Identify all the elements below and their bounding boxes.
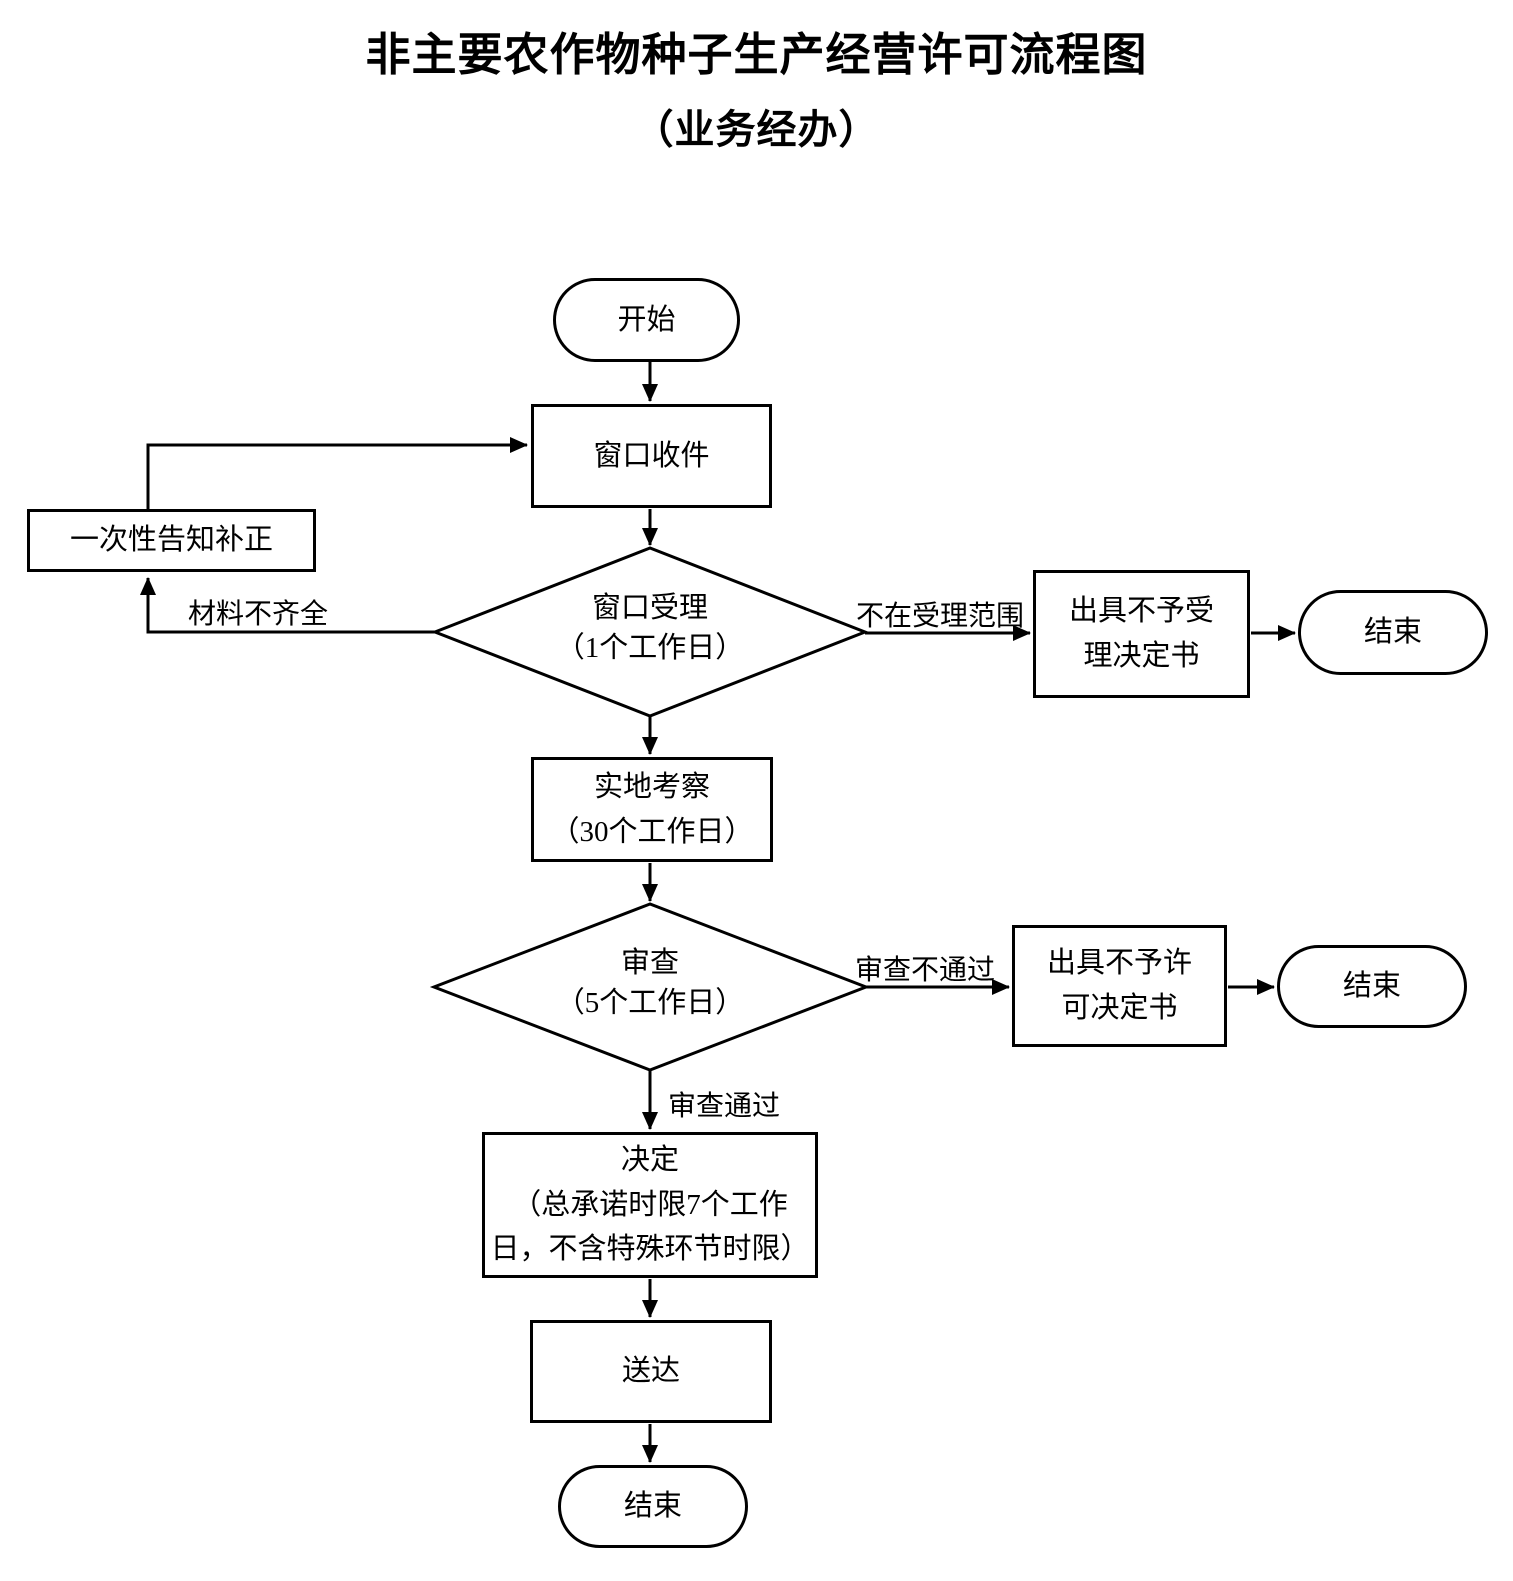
site-inspection-line1: 实地考察 [593, 770, 710, 803]
reject-acceptance-line1: 出具不予受 [1068, 595, 1214, 628]
end-terminator-1: 结束 [1298, 590, 1488, 675]
page-title: 非主要农作物种子生产经营许可流程图 [365, 30, 1148, 80]
review-diamond-shape [429, 902, 871, 1072]
window-receive-box: 窗口收件 [531, 404, 772, 508]
review-line1: 审查 [620, 947, 680, 979]
decision-line3: 日，不含特殊环节时限） [490, 1233, 810, 1266]
edge-label-out-of-scope: 不在受理范围 [855, 601, 1025, 632]
start-terminator: 开始 [553, 278, 740, 362]
reject-acceptance-box: 出具不予受 理决定书 [1033, 570, 1250, 698]
flow-arrows [140, 362, 1296, 1463]
review-line2: （5个工作日） [555, 987, 745, 1019]
end-terminator-2: 结束 [1277, 945, 1467, 1028]
delivery-label: 送达 [621, 1355, 680, 1388]
reject-license-box: 出具不予许 可决定书 [1012, 925, 1227, 1047]
one-time-notice-label: 一次性告知补正 [69, 524, 273, 557]
reject-acceptance-line2: 理决定书 [1083, 640, 1200, 672]
decision-box: 决定 （总承诺时限7个工作 日，不含特殊环节时限） [482, 1132, 818, 1278]
edge-label-review-failed: 审查不通过 [854, 955, 996, 986]
site-inspection-line2: （30个工作日） [550, 815, 754, 848]
start-label: 开始 [617, 303, 676, 336]
end-terminator-3: 结束 [558, 1465, 748, 1548]
delivery-box: 送达 [530, 1320, 772, 1423]
arrow-accept-to-notice [140, 577, 435, 634]
window-accept-line2: （1个工作日） [555, 632, 745, 664]
end-1-label: 结束 [1363, 616, 1422, 649]
window-receive-label: 窗口收件 [593, 439, 710, 472]
window-accept-label: 窗口受理 （1个工作日） [556, 588, 745, 668]
decision-line2: （总承诺时限7个工作 [512, 1188, 788, 1221]
reject-license-line2: 可决定书 [1061, 992, 1178, 1024]
window-accept-line1: 窗口受理 [591, 592, 709, 624]
site-inspection-box: 实地考察 （30个工作日） [531, 757, 773, 862]
edge-label-review-passed: 审查通过 [667, 1091, 781, 1122]
one-time-notice-box: 一次性告知补正 [27, 509, 316, 572]
window-accept-diamond-shape [430, 546, 870, 718]
edge-label-materials-incomplete: 材料不齐全 [187, 599, 329, 630]
review-label: 审查 （5个工作日） [556, 943, 745, 1023]
decision-line1: 决定 [620, 1143, 679, 1176]
page-subtitle: （业务经办） [633, 107, 880, 152]
reject-license-line1: 出具不予许 [1046, 947, 1192, 980]
end-3-label: 结束 [623, 1490, 682, 1523]
arrow-notice-to-receive [146, 437, 528, 510]
end-2-label: 结束 [1342, 970, 1401, 1003]
